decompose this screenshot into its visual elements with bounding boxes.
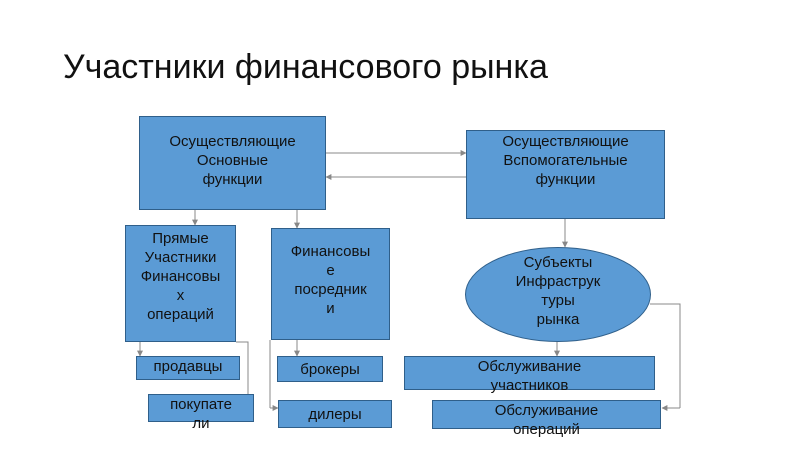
arrow-direct-to-buyers bbox=[236, 341, 249, 408]
node-service-participants: Обслуживание участников bbox=[404, 356, 655, 394]
node-dealers: дилеры bbox=[278, 400, 392, 428]
node-service-operations: Обслуживание операций bbox=[432, 400, 661, 438]
node-sellers: продавцы bbox=[136, 356, 240, 380]
node-buyers: покупате ли bbox=[148, 394, 254, 432]
node-brokers: брокеры bbox=[277, 356, 383, 382]
node-direct-participants: Прямые Участники Финансовы х операций bbox=[125, 225, 236, 342]
node-infrastructure: Субъекты Инфраструк туры рынка bbox=[465, 247, 651, 342]
node-aux-functions: Осуществляющие Вспомогательные функции bbox=[466, 130, 665, 219]
node-intermediaries: Финансовы е посредник и bbox=[271, 228, 390, 340]
slide-title: Участники финансового рынка bbox=[63, 48, 548, 86]
arrow-infrastructure-to-service-operations bbox=[650, 303, 681, 408]
node-main-functions: Осуществляющие Основные функции bbox=[139, 116, 326, 210]
